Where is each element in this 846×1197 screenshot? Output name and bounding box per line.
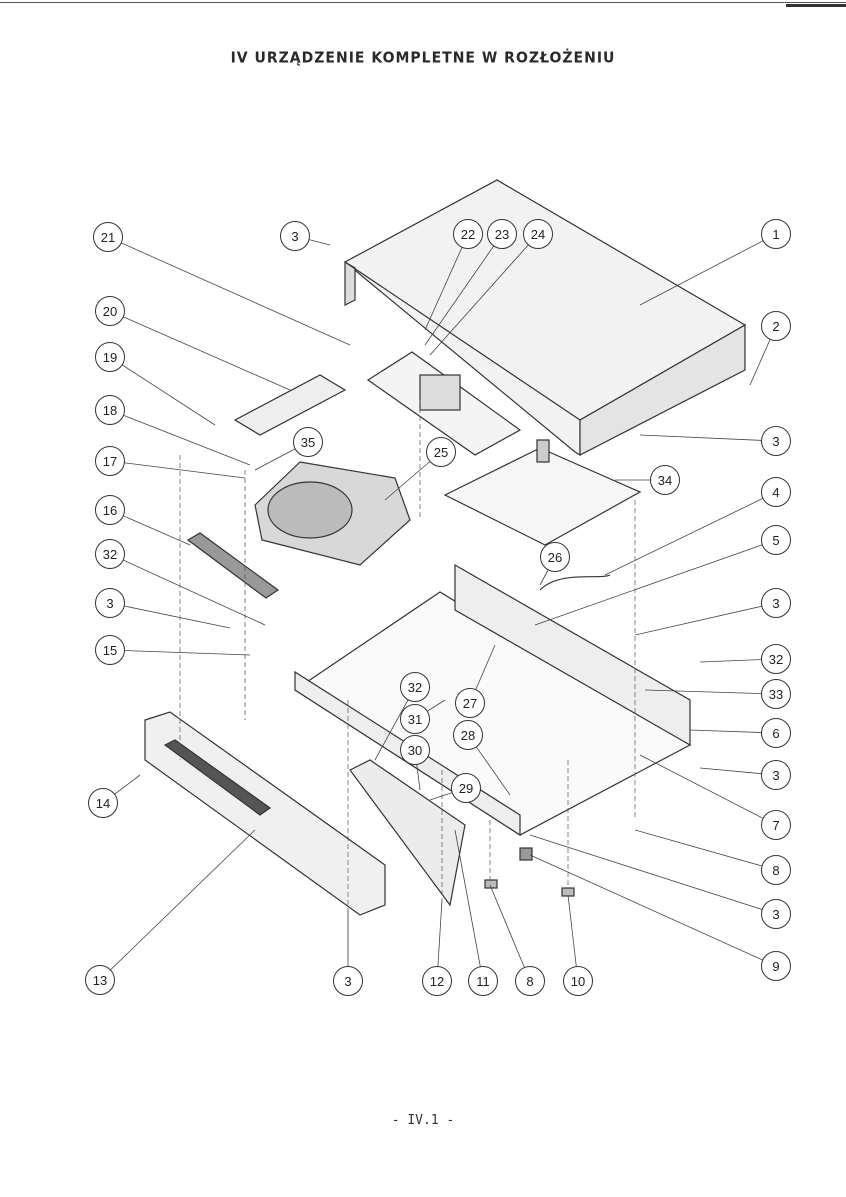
leader-line: [639, 754, 777, 826]
part-callout-1: 1: [761, 219, 791, 249]
part-callout-26: 26: [540, 542, 570, 572]
part-callout-3: 3: [761, 899, 791, 929]
part-callout-7: 7: [761, 810, 791, 840]
page-top-rule: [0, 2, 846, 3]
leader-line: [639, 434, 777, 442]
part-callout-3: 3: [761, 588, 791, 618]
part-callout-23: 23: [487, 219, 517, 249]
page-top-rule-mark: [786, 4, 846, 7]
top-cover-side: [579, 323, 746, 456]
part-callout-8: 8: [515, 966, 545, 996]
part-callout-32: 32: [400, 672, 430, 702]
part-callout-20: 20: [95, 296, 125, 326]
part-callout-25: 25: [426, 437, 456, 467]
leader-line: [109, 460, 246, 479]
part-callout-32: 32: [95, 539, 125, 569]
leader-line: [99, 829, 256, 981]
part-callout-10: 10: [563, 966, 593, 996]
part-callout-4: 4: [761, 477, 791, 507]
part-callout-3: 3: [95, 588, 125, 618]
leader-line: [107, 236, 351, 346]
front-panel: [144, 711, 386, 916]
part-callout-3: 3: [280, 221, 310, 251]
leader-line: [644, 689, 777, 695]
part-callout-17: 17: [95, 446, 125, 476]
leader-line: [109, 310, 291, 391]
part-callout-9: 9: [761, 951, 791, 981]
leader-line: [634, 602, 777, 636]
leader-line: [639, 233, 777, 306]
part-callout-13: 13: [85, 965, 115, 995]
part-callout-12: 12: [422, 966, 452, 996]
leader-line: [109, 649, 251, 656]
part-callout-30: 30: [400, 735, 430, 765]
part-callout-8: 8: [761, 855, 791, 885]
main-pcb: [443, 447, 642, 546]
leader-line: [529, 854, 777, 967]
part-callout-14: 14: [88, 788, 118, 818]
leader-line: [534, 539, 777, 626]
transformer: [419, 374, 461, 411]
leader-line: [424, 233, 469, 331]
part-callout-3: 3: [333, 966, 363, 996]
part-callout-31: 31: [400, 704, 430, 734]
mains-cable: [539, 574, 611, 591]
page-number: - IV.1 -: [391, 1113, 455, 1128]
part-callout-15: 15: [95, 635, 125, 665]
part-callout-3: 3: [761, 426, 791, 456]
part-callout-27: 27: [455, 688, 485, 718]
part-callout-18: 18: [95, 395, 125, 425]
part-callout-34: 34: [650, 465, 680, 495]
part-callout-22: 22: [453, 219, 483, 249]
part-callout-33: 33: [761, 679, 791, 709]
leader-line: [489, 884, 531, 982]
leader-line: [109, 409, 251, 466]
part-callout-5: 5: [761, 525, 791, 555]
control-pcb: [349, 759, 466, 907]
part-callout-11: 11: [468, 966, 498, 996]
part-callout-32: 32: [761, 644, 791, 674]
leader-line: [604, 491, 777, 576]
leader-line: [109, 602, 231, 629]
part-callout-28: 28: [453, 720, 483, 750]
chassis-rear: [454, 563, 691, 747]
part-callout-24: 24: [523, 219, 553, 249]
part-callout-2: 2: [761, 311, 791, 341]
part-callout-3: 3: [761, 760, 791, 790]
part-callout-29: 29: [451, 773, 481, 803]
display-window: [186, 532, 280, 599]
top-cover-back: [344, 260, 356, 306]
leader-line: [424, 233, 503, 346]
part-callout-6: 6: [761, 718, 791, 748]
part-callout-19: 19: [95, 342, 125, 372]
part-callout-16: 16: [95, 495, 125, 525]
leader-line: [109, 356, 216, 426]
leader-line: [109, 553, 266, 626]
part-callout-21: 21: [93, 222, 123, 252]
page-title: IV URZĄDZENIE KOMPLETNE W ROZŁOŻENIU: [230, 49, 616, 67]
leader-line: [529, 834, 777, 915]
tray-bracket: [233, 374, 347, 436]
leader-line: [634, 829, 777, 871]
part-callout-35: 35: [293, 427, 323, 457]
leader-line: [429, 233, 539, 356]
leader-line: [454, 829, 484, 982]
